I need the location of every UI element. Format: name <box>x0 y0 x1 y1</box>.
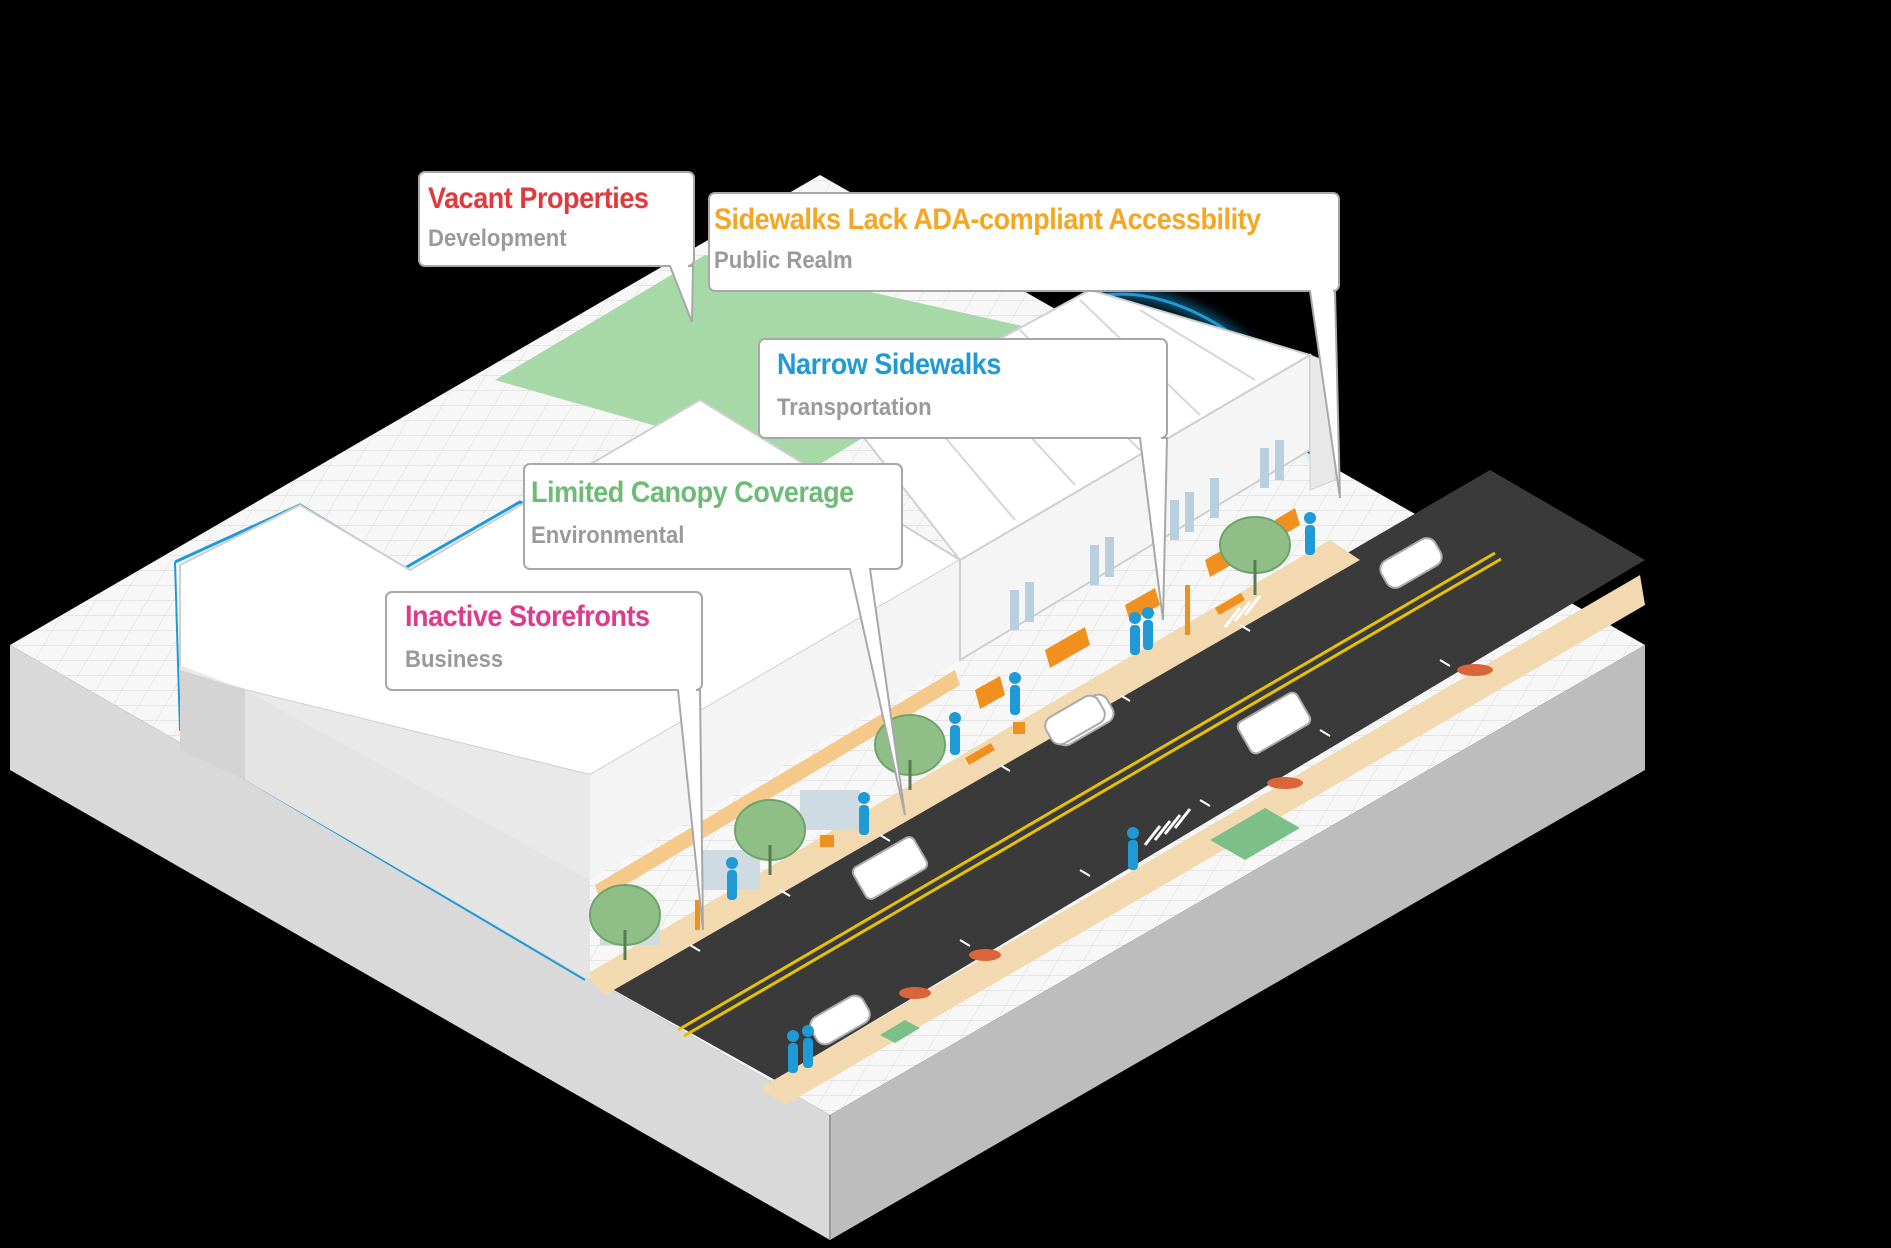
pedestrians <box>726 512 1316 1073</box>
cars <box>809 537 1443 1046</box>
road <box>585 470 1645 1105</box>
callout-inactive-storefronts <box>385 591 704 931</box>
callout-ada-accessibility <box>708 192 1341 499</box>
callout-vacant-properties <box>418 171 695 323</box>
callout-limited-canopy <box>523 463 906 816</box>
callout-narrow-sidewalks <box>758 338 1169 621</box>
street-furniture <box>695 585 1245 930</box>
